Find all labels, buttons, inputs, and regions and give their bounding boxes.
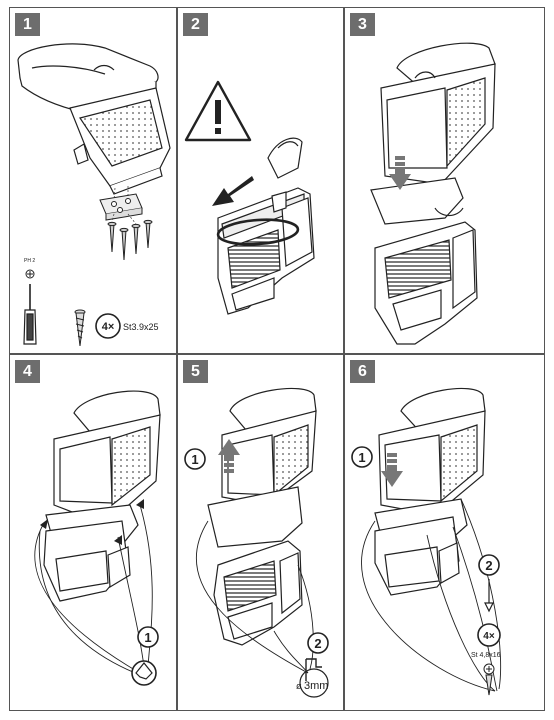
screwdriver-tip-icon	[484, 579, 494, 613]
mounting-bracket	[99, 193, 143, 221]
highlight-ellipse	[216, 218, 300, 246]
drill-bit-icon	[305, 658, 322, 681]
step-panel-6: 6 1	[344, 354, 545, 711]
armrest-assembly	[207, 387, 317, 646]
callout-number: 1	[144, 630, 151, 645]
screw-icon	[74, 309, 86, 347]
callout-number-2: 2	[485, 558, 492, 573]
screw-icon	[483, 663, 495, 696]
step-number-badge: 2	[183, 13, 208, 36]
step-1-illustration: PH 2 4× St3.9x25	[17, 43, 171, 347]
step-number-badge: 5	[183, 360, 208, 383]
clip-tool-icon	[131, 660, 157, 686]
guide-lines	[111, 186, 137, 225]
callout-circle-1	[184, 448, 206, 470]
warning-triangle-icon	[184, 80, 252, 142]
step-panel-4: 4	[9, 354, 177, 711]
step-number-badge: 1	[15, 13, 40, 36]
arrow-down-icon	[389, 156, 411, 190]
armrest-lid	[17, 43, 159, 113]
guide-curves	[34, 504, 153, 676]
callout-circle-2	[478, 554, 500, 576]
drill-size: 3mm	[304, 680, 328, 692]
step-panel-3: 3	[344, 7, 545, 354]
step-number-badge: 4	[15, 360, 40, 383]
callout-number-2: 2	[314, 636, 321, 651]
callout-circle	[137, 626, 159, 648]
step-panel-1: 1	[9, 7, 177, 354]
step-number-badge: 6	[350, 360, 375, 383]
drill-symbol: ø	[296, 681, 302, 691]
armrest-assembly	[43, 390, 161, 602]
step-3-illustration	[370, 42, 496, 345]
screw-spec: St 4,8x16	[471, 652, 501, 659]
screw-count: 4×	[483, 631, 495, 642]
armrest-assembly	[374, 387, 486, 596]
step-panel-5: 5	[177, 354, 344, 711]
arrow-down-icon	[381, 453, 403, 487]
callout-circle-2	[307, 632, 329, 654]
callout-number-1: 1	[191, 452, 198, 467]
arrow-up-icon	[218, 439, 240, 473]
bit-label: PH 2	[24, 258, 35, 264]
step-2-illustration	[184, 80, 315, 315]
quantity-circle	[477, 623, 501, 647]
armrest-assembly	[370, 42, 496, 225]
arrow-heads	[40, 499, 144, 545]
console-base	[217, 137, 315, 315]
callout-number-1: 1	[358, 450, 365, 465]
quantity-circle	[95, 313, 121, 339]
screw-spec: St3.9x25	[123, 322, 159, 332]
armrest-body	[69, 64, 171, 195]
step-4-illustration: 1	[34, 390, 161, 686]
step-6-illustration: 1 2 4× St 4,8x16	[351, 387, 502, 696]
screw-set	[107, 219, 153, 261]
screw-count: 4×	[102, 321, 115, 333]
callout-circle-1	[351, 446, 373, 468]
step-5-illustration: 1 2 ø 3mm	[184, 387, 329, 698]
arrow-down-left-icon	[212, 176, 254, 206]
console-base	[374, 207, 478, 345]
step-panel-2: 2	[177, 7, 344, 354]
step-number-badge: 3	[350, 13, 375, 36]
screwdriver-icon	[23, 284, 37, 345]
